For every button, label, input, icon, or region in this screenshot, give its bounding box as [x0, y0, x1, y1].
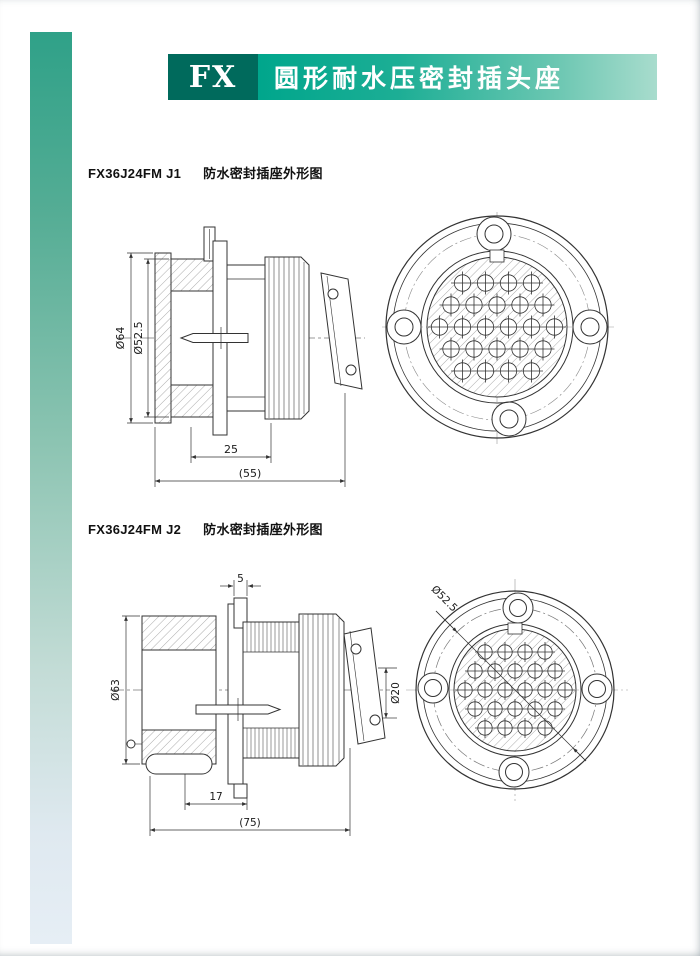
dim-label-j2-bolt-circle: Ø52.5	[429, 583, 460, 614]
section-title-j2: FX36J24FM J2 防水密封插座外形图	[88, 519, 323, 538]
dim-label-j1-outer-dia: Ø64	[114, 327, 127, 350]
model-number-j1: FX36J24FM J1	[88, 166, 182, 181]
j2-bolt-circle-dimension	[435, 610, 587, 762]
dim-label-j2-len-overall: (75)	[239, 817, 261, 829]
dim-label-j1-inner-dia: Ø52.5	[132, 321, 145, 354]
caption-j1: 防水密封插座外形图	[203, 166, 323, 181]
j2-front-body	[406, 579, 628, 801]
left-gradient-strip	[30, 32, 72, 944]
j2-side-body	[110, 597, 390, 799]
dim-label-j1-len-overall: (55)	[239, 467, 262, 480]
drawing-j2-side-view: 5 Ø63 Ø20 17 (75)	[110, 573, 402, 836]
section-title-j1: FX36J24FM J1 防水密封插座外形图	[88, 163, 323, 182]
j1-side-body	[117, 226, 365, 436]
dim-label-j2-cable-dia: Ø20	[390, 682, 402, 704]
drawing-j2-front-view: Ø52.5	[406, 579, 628, 801]
drawing-j1-front-view	[382, 212, 614, 444]
dim-label-j2-outer-dia: Ø63	[110, 679, 122, 701]
brand-logo: FX	[168, 54, 258, 100]
caption-j2: 防水密封插座外形图	[203, 522, 323, 537]
j1-dimension-lines	[127, 252, 346, 487]
dim-label-j2-stub: 5	[237, 573, 244, 585]
header-title-bar: 圆形耐水压密封插头座	[258, 54, 657, 100]
dim-label-j1-len-front: 25	[224, 443, 238, 456]
model-number-j2: FX36J24FM J2	[88, 522, 182, 537]
j1-front-body	[382, 212, 614, 444]
j2-dimension-lines	[122, 580, 397, 836]
dim-label-j2-len-front: 17	[209, 791, 222, 803]
drawing-j1-side-view: Ø64 Ø52.5 25 (55)	[114, 226, 365, 487]
page-title: 圆形耐水压密封插头座	[274, 65, 565, 93]
